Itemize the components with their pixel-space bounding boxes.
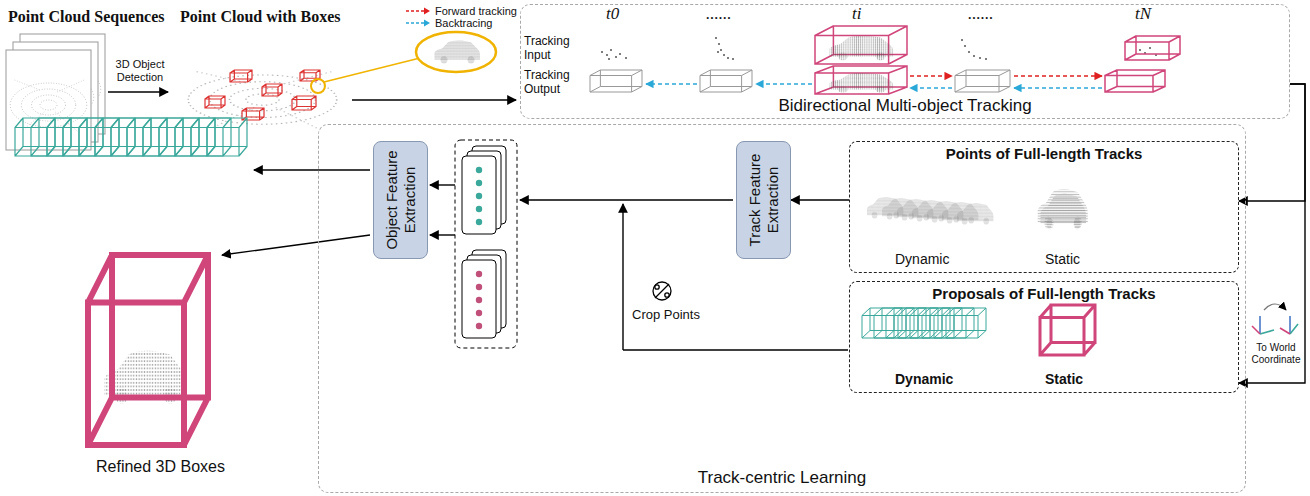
sub-label: Dynamic	[895, 251, 949, 267]
tracking-region: Bidirectional Multi-object Tracking	[520, 4, 1290, 119]
sub-label: Static	[1045, 251, 1080, 267]
proposals-box: Proposals of Full-length TracksDynamic St…	[849, 281, 1239, 393]
connector	[1239, 84, 1305, 201]
block-label: Object Feature Extraction	[383, 144, 419, 256]
block-label: Track Feature Extraction	[746, 144, 782, 256]
points-box: Points of Full-length TracksDynamic Stati…	[849, 141, 1239, 273]
crop-icon	[653, 282, 671, 300]
row-label: Tracking Input	[524, 34, 580, 63]
region-title: Bidirectional Multi-object Tracking	[778, 96, 1031, 116]
time-label: ......	[706, 4, 732, 24]
operation-label: Crop Points	[632, 307, 700, 322]
feature-box: Track Feature Extraction	[736, 141, 791, 259]
time-label: tN	[1135, 4, 1151, 24]
legend-item: Backtracing	[405, 17, 517, 29]
flow-arrow	[108, 91, 168, 92]
time-label: ......	[968, 4, 994, 24]
world-coordinate-icon	[1252, 304, 1298, 334]
region-title: Track-centric Learning	[698, 468, 867, 488]
feature-box: Object Feature Extraction	[373, 141, 428, 259]
connector	[791, 199, 849, 200]
legend-sample	[405, 19, 431, 27]
transform-label: To World Coordinate	[1249, 342, 1303, 366]
learning-region: Track-centric Learning Points of Full-len…	[318, 124, 1246, 493]
time-label: ti	[852, 4, 861, 24]
figure-heading: Point Cloud Sequences	[8, 8, 164, 26]
legend-sample	[405, 7, 431, 15]
track-illustrations	[867, 189, 1088, 229]
connector	[1239, 84, 1305, 383]
box-title: Points of Full-length Tracks	[946, 145, 1143, 162]
point-cloud-with-boxes	[188, 32, 496, 130]
figure-heading: Point Cloud with Boxes	[180, 8, 340, 26]
output-label: Refined 3D Boxes	[96, 458, 225, 476]
box-title: Proposals of Full-length Tracks	[932, 285, 1155, 302]
proposal-illustrations	[862, 305, 1095, 355]
time-label: t0	[606, 4, 619, 24]
refined-tube	[15, 118, 247, 156]
sub-label: Static	[1045, 371, 1083, 387]
refined-static-box	[88, 255, 208, 445]
feature-stack	[455, 140, 517, 348]
legend-text: Forward tracking	[435, 5, 517, 17]
legend-item: Forward tracking	[405, 5, 517, 17]
row-label: Tracking Output	[524, 68, 580, 97]
flow-arrow	[352, 99, 516, 100]
legend-text: Backtracing	[435, 17, 492, 29]
arrow-label: 3D Object Detection	[110, 58, 170, 83]
tracking-frames	[590, 26, 1180, 94]
sub-label: Dynamic	[895, 371, 953, 387]
legend: Forward trackingBacktracing	[405, 5, 517, 29]
